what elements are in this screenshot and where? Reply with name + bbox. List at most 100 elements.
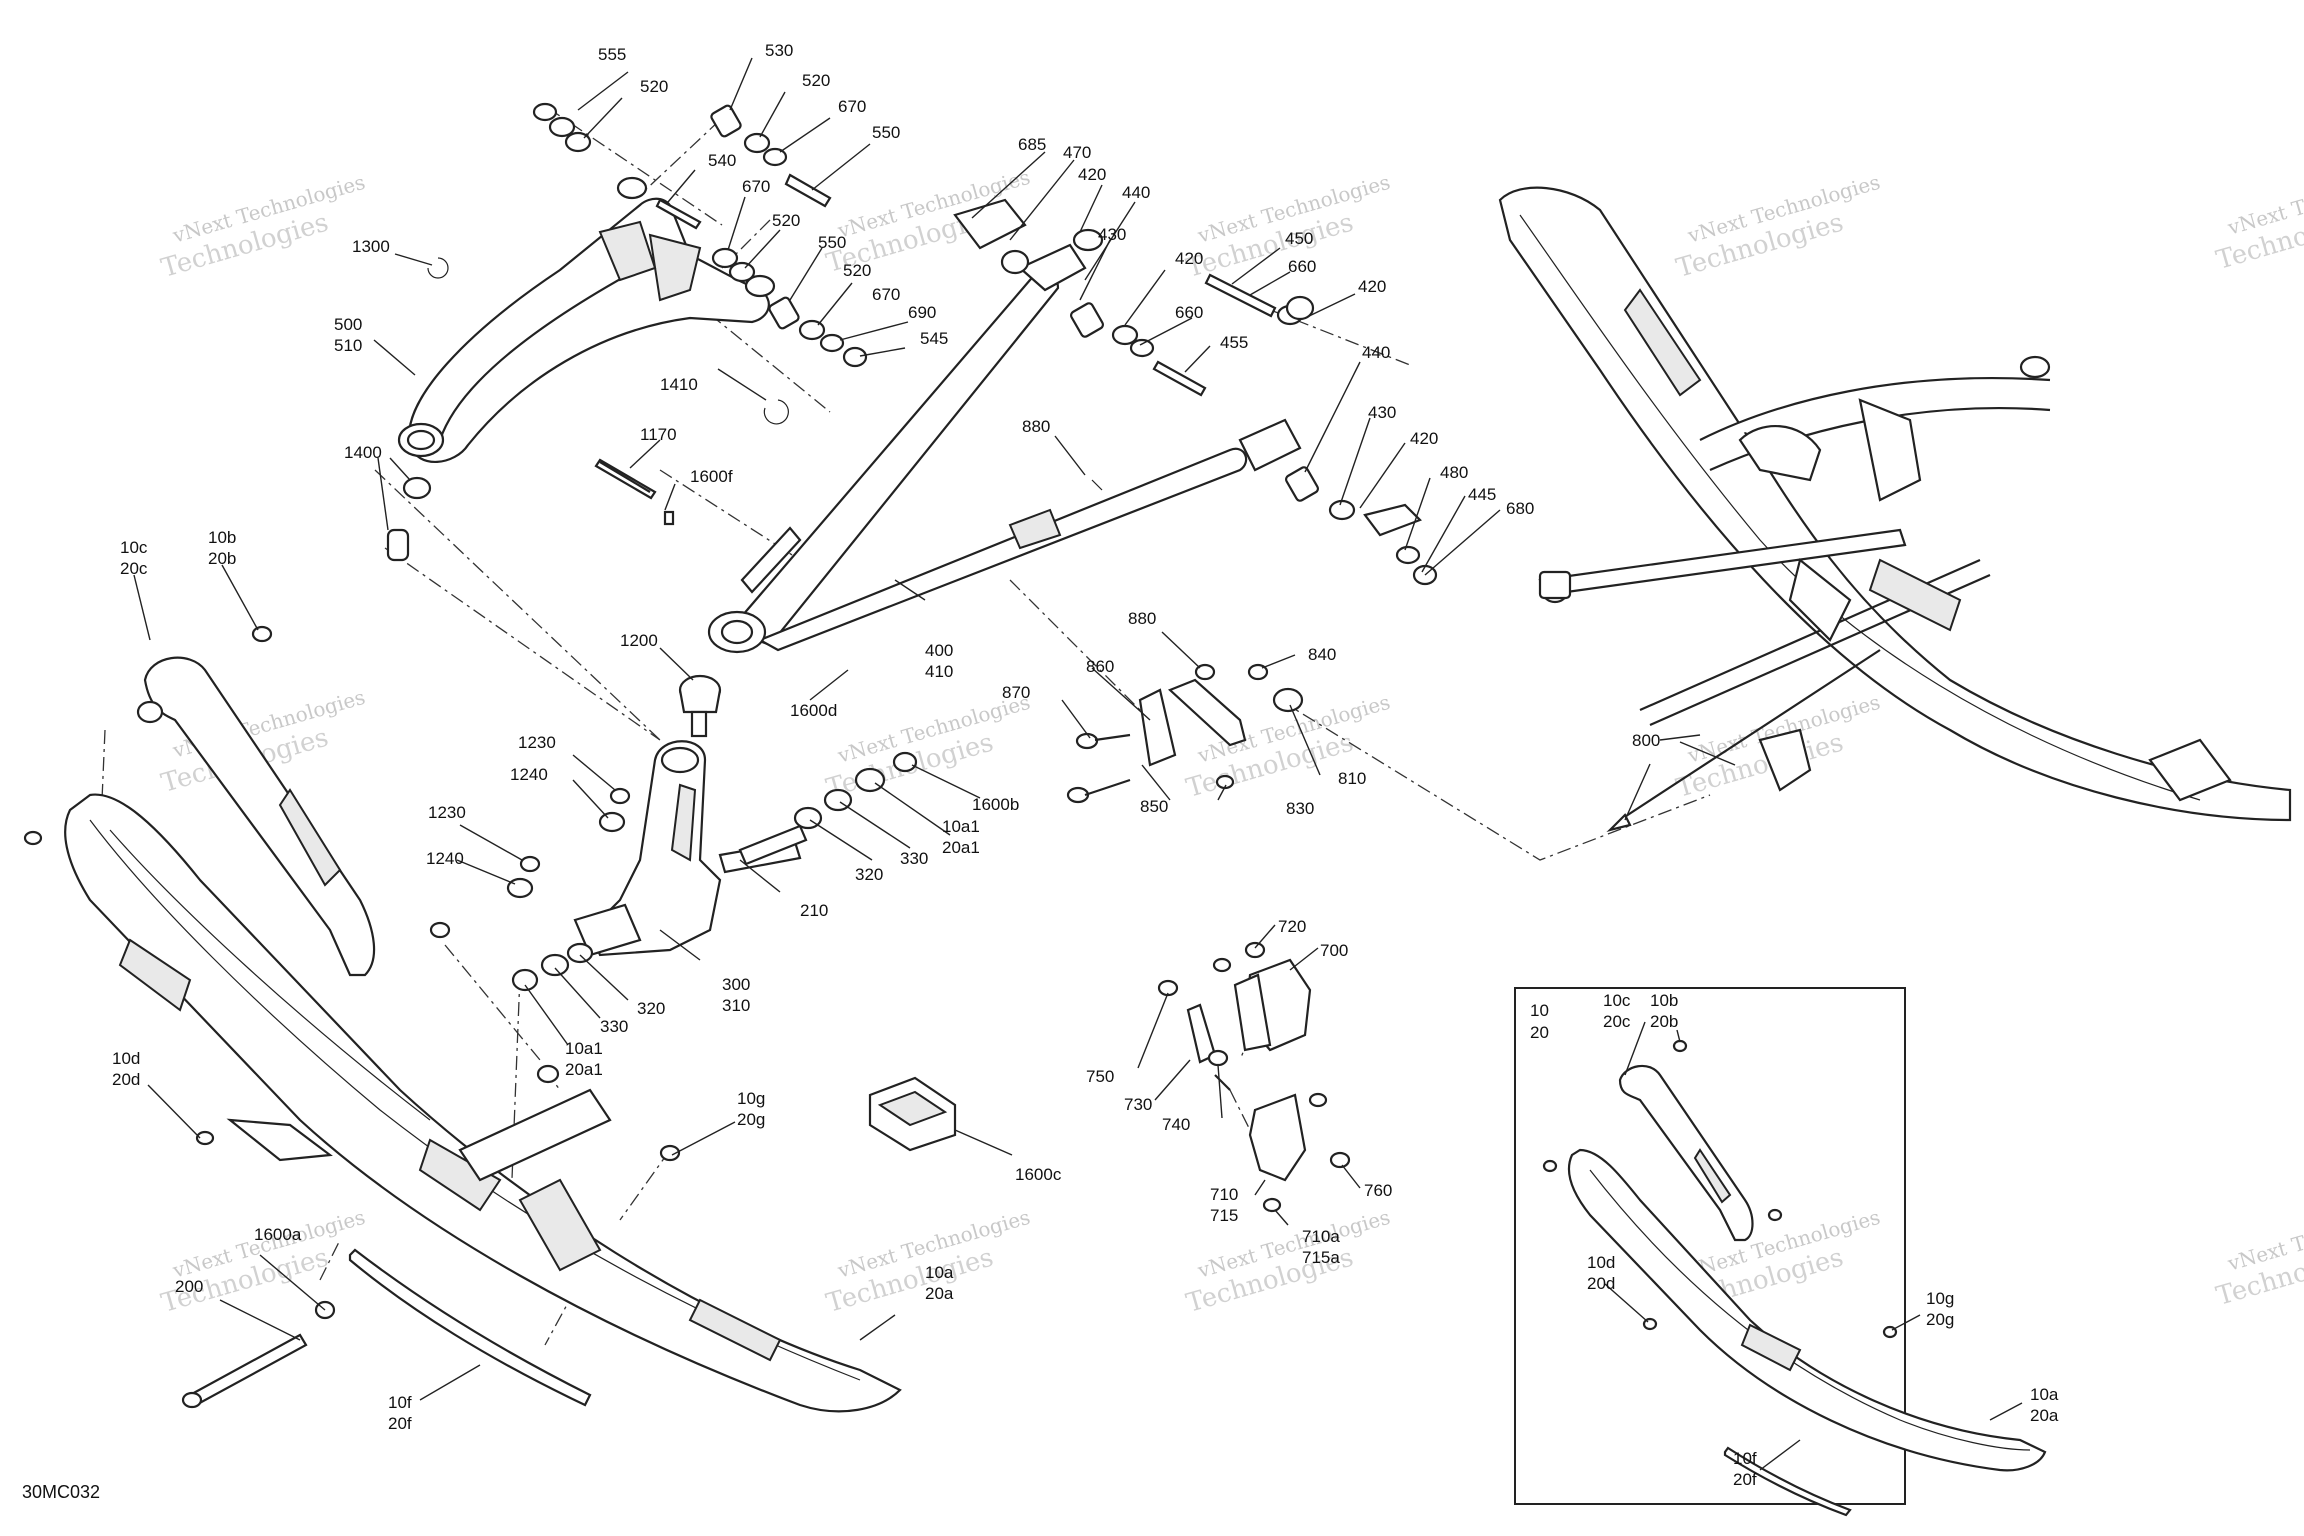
callout-text: 850 bbox=[1140, 797, 1168, 816]
callout-c200: 200 bbox=[175, 1277, 203, 1296]
inset-header-line2: 20 bbox=[1530, 1023, 1549, 1042]
callout-text: 10b bbox=[208, 528, 236, 547]
callout-c810: 810 bbox=[1338, 769, 1366, 788]
callout-c690: 690 bbox=[908, 303, 936, 322]
callout-text: 690 bbox=[908, 303, 936, 322]
callout-c420c: 420 bbox=[1358, 277, 1386, 296]
callout-c330a: 330 bbox=[900, 849, 928, 868]
callout-text: 10d bbox=[112, 1049, 140, 1068]
callout-text: 740 bbox=[1162, 1115, 1190, 1134]
callout-c880a: 880 bbox=[1022, 417, 1050, 436]
callout-c680: 680 bbox=[1506, 499, 1534, 518]
callout-text: 310 bbox=[722, 996, 750, 1015]
callout-text: 440 bbox=[1122, 183, 1150, 202]
callout-text: 20b bbox=[208, 549, 236, 568]
callout-c800: 800 bbox=[1632, 731, 1660, 750]
callout-text: 1230 bbox=[518, 733, 556, 752]
callout-text: 10f bbox=[1733, 1449, 1757, 1468]
callout-text: 10g bbox=[1926, 1289, 1954, 1308]
callout-text: 20d bbox=[1587, 1274, 1615, 1293]
ball-joint bbox=[678, 674, 722, 738]
callout-text: 715a bbox=[1302, 1248, 1340, 1267]
callout-c450: 450 bbox=[1285, 229, 1313, 248]
callout-c670c: 670 bbox=[872, 285, 900, 304]
callout-text: 440 bbox=[1362, 343, 1390, 362]
callout-c440b: 440 bbox=[1362, 343, 1390, 362]
callout-text: 10a bbox=[925, 1263, 954, 1282]
callout-c700: 700 bbox=[1320, 941, 1348, 960]
callout-text: 830 bbox=[1286, 799, 1314, 818]
callout-c850: 850 bbox=[1140, 797, 1168, 816]
callout-c740: 740 bbox=[1162, 1115, 1190, 1134]
callout-text: 840 bbox=[1308, 645, 1336, 664]
callout-c530: 530 bbox=[765, 41, 793, 60]
callout-text: 520 bbox=[640, 77, 668, 96]
callout-text: 480 bbox=[1440, 463, 1468, 482]
callout-text: 420 bbox=[1358, 277, 1386, 296]
callout-c685: 685 bbox=[1018, 135, 1046, 154]
callout-text: 20a1 bbox=[565, 1060, 603, 1079]
callout-c455: 455 bbox=[1220, 333, 1248, 352]
callout-text: 410 bbox=[925, 662, 953, 681]
callout-text: 880 bbox=[1128, 609, 1156, 628]
callout-text: 800 bbox=[1632, 731, 1660, 750]
callout-text: 510 bbox=[334, 336, 362, 355]
callout-text: 20f bbox=[1733, 1470, 1757, 1489]
callout-text: 20c bbox=[120, 559, 148, 578]
callout-c440a: 440 bbox=[1122, 183, 1150, 202]
callout-text: 1400 bbox=[344, 443, 382, 462]
height-sensor-assembly bbox=[1157, 941, 1351, 1213]
callout-c1600a: 1600a bbox=[254, 1225, 302, 1244]
callout-text: 550 bbox=[818, 233, 846, 252]
callout-text: 320 bbox=[855, 865, 883, 884]
callout-text: 550 bbox=[872, 123, 900, 142]
callout-c670b: 670 bbox=[742, 177, 770, 196]
callout-c1230a: 1230 bbox=[518, 733, 556, 752]
callout-c870: 870 bbox=[1002, 683, 1030, 702]
callout-text: 430 bbox=[1098, 225, 1126, 244]
callout-text: 880 bbox=[1022, 417, 1050, 436]
callout-c430a: 430 bbox=[1098, 225, 1126, 244]
callout-text: 520 bbox=[802, 71, 830, 90]
callout-text: 1600c bbox=[1015, 1165, 1062, 1184]
callout-text: 685 bbox=[1018, 135, 1046, 154]
callout-c730: 730 bbox=[1124, 1095, 1152, 1114]
callout-text: 20a bbox=[925, 1284, 954, 1303]
callout-c330b: 330 bbox=[600, 1017, 628, 1036]
callout-text: 1600b bbox=[972, 795, 1019, 814]
callout-c445: 445 bbox=[1468, 485, 1496, 504]
callout-text: 420 bbox=[1175, 249, 1203, 268]
callout-text: 670 bbox=[872, 285, 900, 304]
ski-main bbox=[64, 793, 902, 1413]
callout-text: 10c bbox=[1603, 991, 1631, 1010]
callout-c670a: 670 bbox=[838, 97, 866, 116]
callout-text: 20a1 bbox=[942, 838, 980, 857]
callout-text: 20g bbox=[1926, 1310, 1954, 1329]
callout-text: 1240 bbox=[510, 765, 548, 784]
callout-c550b: 550 bbox=[818, 233, 846, 252]
callout-text: 1230 bbox=[428, 803, 466, 822]
callout-c1240a: 1240 bbox=[510, 765, 548, 784]
callout-text: 430 bbox=[1368, 403, 1396, 422]
callout-c1240b: 1240 bbox=[426, 849, 464, 868]
lower-a-arm bbox=[599, 198, 1438, 654]
callout-text: 520 bbox=[772, 211, 800, 230]
callout-text: 1200 bbox=[620, 631, 658, 650]
spindle-hardware bbox=[506, 751, 918, 1084]
callout-text: 1300 bbox=[352, 237, 390, 256]
callout-c760: 760 bbox=[1364, 1181, 1392, 1200]
callout-text: 20a bbox=[2030, 1406, 2059, 1425]
callout-text: 870 bbox=[1002, 683, 1030, 702]
callout-text: 1240 bbox=[426, 849, 464, 868]
callout-c720: 720 bbox=[1278, 917, 1306, 936]
callout-text: 300 bbox=[722, 975, 750, 994]
